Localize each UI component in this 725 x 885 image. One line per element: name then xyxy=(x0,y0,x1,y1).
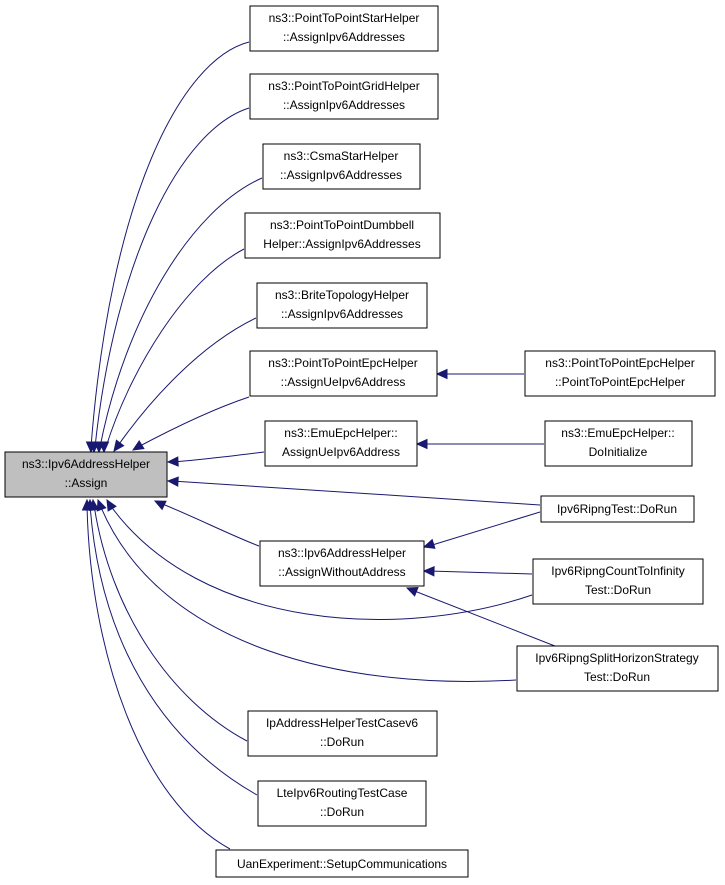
node-uan-line1: UanExperiment::SetupCommunications xyxy=(237,857,447,871)
node-split-line1: Ipv6RipngSplitHorizonStrategy xyxy=(535,651,698,665)
edges-layer xyxy=(81,41,561,850)
arrowhead-icon xyxy=(131,440,145,451)
node-uan-experiment-setup-communications[interactable]: UanExperiment::SetupCommunications xyxy=(215,849,469,878)
edge-emu-to-root xyxy=(171,451,265,463)
node-star-line1: ns3::PointToPointStarHelper xyxy=(269,11,420,25)
edge-count-to-without xyxy=(428,570,533,575)
arrowhead-icon xyxy=(422,538,436,549)
edge-star-to-root xyxy=(90,41,250,448)
edge-lte-to-root xyxy=(89,504,258,796)
edge-epc-to-root xyxy=(137,396,250,448)
node-emu-epc-helper-do-initialize[interactable]: ns3::EmuEpcHelper:: DoInitialize xyxy=(544,420,693,467)
node-epc-line1: ns3::PointToPointEpcHelper xyxy=(268,356,417,370)
node-root-line2: ::Assign xyxy=(65,476,108,490)
node-emu-init-line1: ns3::EmuEpcHelper:: xyxy=(561,426,674,440)
node-ipv6-ripng-test[interactable]: Ipv6RipngTest::DoRun xyxy=(540,495,695,523)
edge-uan-to-root xyxy=(86,504,231,850)
node-emu-epc-helper-assign[interactable]: ns3::EmuEpcHelper:: AssignUeIpv6Address xyxy=(264,420,418,467)
node-grid-line2: ::AssignIpv6Addresses xyxy=(283,98,405,112)
edge-grid-to-root xyxy=(94,107,250,448)
node-dumbbell-line2: Helper::AssignIpv6Addresses xyxy=(263,237,420,251)
node-point-to-point-epc-helper-assign[interactable]: ns3::PointToPointEpcHelper ::AssignUeIpv… xyxy=(249,350,438,397)
edge-without-to-root xyxy=(159,502,260,547)
node-csma-star-helper[interactable]: ns3::CsmaStarHelper ::AssignIpv6Addresse… xyxy=(262,143,421,190)
node-ripng-line1: Ipv6RipngTest::DoRun xyxy=(557,502,677,516)
edge-split-to-root xyxy=(99,504,517,682)
arrowhead-icon xyxy=(98,441,110,454)
arrowhead-icon xyxy=(113,439,125,452)
arrowhead-icon xyxy=(166,476,179,487)
node-emu-line2: AssignUeIpv6Address xyxy=(282,445,400,459)
node-point-to-point-epc-helper-ctor[interactable]: ns3::PointToPointEpcHelper ::PointToPoin… xyxy=(524,350,716,397)
node-brite-line1: ns3::BriteTopologyHelper xyxy=(275,288,409,302)
node-dumbbell-line1: ns3::PointToPointDumbbell xyxy=(270,218,414,232)
arrowhead-icon xyxy=(435,368,448,380)
node-iptest-line2: ::DoRun xyxy=(320,735,364,749)
node-count-line2: Test::DoRun xyxy=(585,583,651,597)
node-star-line2: ::AssignIpv6Addresses xyxy=(283,30,405,44)
edge-ripng-to-without xyxy=(428,511,541,547)
node-csma-line2: ::AssignIpv6Addresses xyxy=(280,168,402,182)
edge-ripng-to-root xyxy=(171,480,541,506)
edge-split-to-without xyxy=(411,589,561,649)
node-root[interactable]: ns3::Ipv6AddressHelper ::Assign xyxy=(4,451,168,498)
node-iptest-line1: IpAddressHelperTestCasev6 xyxy=(266,716,418,730)
node-ipv6-address-helper-assign-without-address[interactable]: ns3::Ipv6AddressHelper ::AssignWithoutAd… xyxy=(259,540,425,587)
arrowhead-icon xyxy=(166,456,179,467)
node-epc-ctor-line1: ns3::PointToPointEpcHelper xyxy=(545,356,694,370)
node-lte-line1: LteIpv6RoutingTestCase xyxy=(277,786,408,800)
arrowhead-icon xyxy=(96,498,107,512)
arrowhead-icon xyxy=(415,438,428,450)
node-without-line1: ns3::Ipv6AddressHelper xyxy=(278,546,406,560)
node-split-line2: Test::DoRun xyxy=(584,670,650,684)
node-ipv6-ripng-count-to-infinity-test[interactable]: Ipv6RipngCountToInfinity Test::DoRun xyxy=(532,558,704,605)
node-emu-init-line2: DoInitialize xyxy=(589,445,648,459)
edge-count-to-root xyxy=(109,504,533,620)
node-emu-line1: ns3::EmuEpcHelper:: xyxy=(284,426,397,440)
node-count-line1: Ipv6RipngCountToInfinity xyxy=(551,564,684,578)
node-lte-ipv6-routing-test-case[interactable]: LteIpv6RoutingTestCase ::DoRun xyxy=(257,780,427,827)
node-lte-line2: ::DoRun xyxy=(320,805,364,819)
node-epc-line2: ::AssignUeIpv6Address xyxy=(281,375,406,389)
node-point-to-point-grid-helper[interactable]: ns3::PointToPointGridHelper ::AssignIpv6… xyxy=(249,73,439,120)
node-ipv6-ripng-split-horizon-strategy-test[interactable]: Ipv6RipngSplitHorizonStrategy Test::DoRu… xyxy=(516,645,719,692)
node-point-to-point-star-helper[interactable]: ns3::PointToPointStarHelper ::AssignIpv6… xyxy=(249,5,439,52)
edge-dumbbell-to-root xyxy=(105,248,245,448)
node-ip-address-helper-test-casev6[interactable]: IpAddressHelperTestCasev6 ::DoRun xyxy=(247,710,438,757)
arrowhead-icon xyxy=(405,586,419,597)
edge-iptest-to-root xyxy=(93,504,248,742)
node-csma-line1: ns3::CsmaStarHelper xyxy=(284,149,399,163)
edge-csma-to-root xyxy=(99,177,263,448)
node-without-line2: ::AssignWithoutAddress xyxy=(278,565,405,579)
arrowhead-icon xyxy=(422,566,435,577)
node-epc-ctor-line2: ::PointToPointEpcHelper xyxy=(555,375,685,389)
arrowhead-icon xyxy=(106,498,117,512)
edge-brite-to-root xyxy=(116,317,257,448)
arrowhead-icon xyxy=(153,500,167,511)
node-root-line1: ns3::Ipv6AddressHelper xyxy=(22,457,150,471)
arrowhead-icon xyxy=(81,498,93,511)
node-grid-line1: ns3::PointToPointGridHelper xyxy=(268,79,419,93)
node-brite-topology-helper[interactable]: ns3::BriteTopologyHelper ::AssignIpv6Add… xyxy=(256,282,428,329)
node-point-to-point-dumbbell-helper[interactable]: ns3::PointToPointDumbbell Helper::Assign… xyxy=(244,212,441,259)
node-brite-line2: ::AssignIpv6Addresses xyxy=(281,307,403,321)
